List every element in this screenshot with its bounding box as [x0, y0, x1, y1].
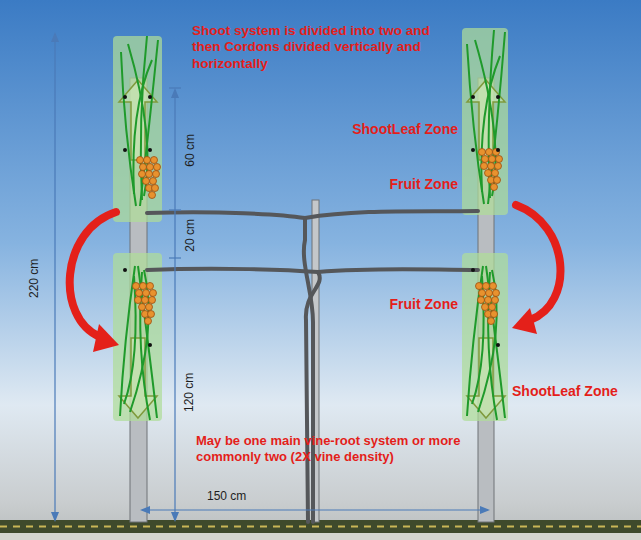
note-text: May be one main vine-root system or more… — [196, 433, 476, 465]
zone-label: Fruit Zone — [390, 296, 458, 313]
grape-cluster — [479, 149, 503, 191]
grape-cluster — [137, 157, 161, 199]
dimension-label: 20 cm — [183, 219, 198, 252]
dimension-label: 120 cm — [183, 372, 198, 411]
grape-cluster — [476, 283, 500, 325]
zone-label: ShootLeaf Zone — [512, 383, 618, 400]
grape-cluster — [133, 283, 157, 325]
ground-strip — [0, 520, 641, 533]
canopy-zones — [113, 28, 508, 421]
zone-label: ShootLeaf Zone — [352, 121, 458, 138]
shoots — [120, 30, 505, 420]
division-arrows — [70, 205, 561, 352]
ground-dashes — [0, 526, 641, 528]
vine-trunk-cordons — [147, 211, 478, 522]
dimension-label: 150 cm — [207, 489, 246, 504]
dimension-arrowheads — [51, 32, 490, 522]
wire-dots — [123, 95, 500, 347]
note-text: Shoot system is divided into two and the… — [192, 23, 460, 72]
dimension-lines — [55, 34, 488, 520]
ground-edge — [0, 533, 641, 540]
zone-label: Fruit Zone — [390, 176, 458, 193]
dimension-label: 60 cm — [183, 134, 198, 167]
dimension-label: 220 cm — [28, 258, 43, 297]
